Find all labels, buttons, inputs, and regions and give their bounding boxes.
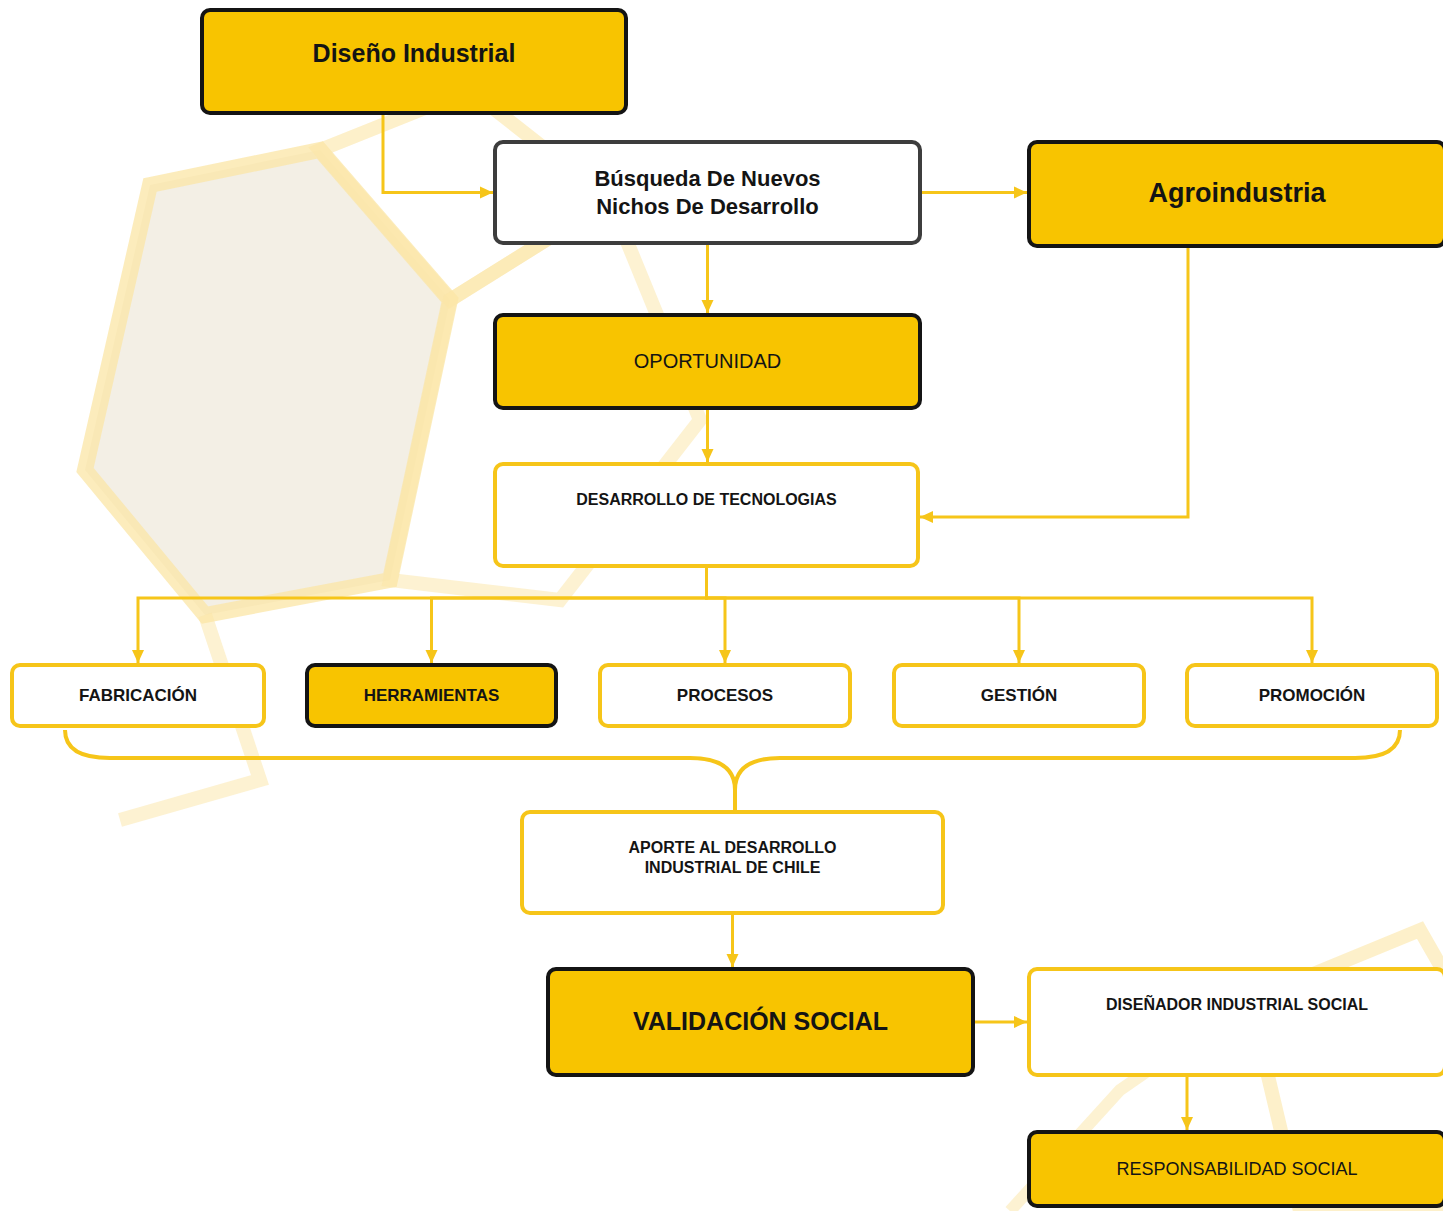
text-stack: PROCESOS bbox=[677, 685, 773, 706]
node-label: PROMOCIÓN bbox=[1259, 685, 1366, 706]
node-label: FABRICACIÓN bbox=[79, 685, 197, 706]
flow-arrow bbox=[432, 568, 707, 663]
node-label: PROCESOS bbox=[677, 685, 773, 706]
sector-box: Agroindustria bbox=[1027, 140, 1443, 248]
process-box: DISEÑADOR INDUSTRIAL SOCIAL bbox=[1027, 967, 1443, 1077]
flow-arrow bbox=[922, 191, 1027, 194]
node-label: VALIDACIÓN SOCIAL bbox=[633, 1006, 888, 1037]
branch-box: PROCESOS bbox=[598, 663, 852, 728]
text-stack: RESPONSABILIDAD SOCIAL bbox=[1116, 1158, 1357, 1181]
branch-box: PROMOCIÓN bbox=[1185, 663, 1439, 728]
text-stack: PROMOCIÓN bbox=[1259, 685, 1366, 706]
highlight-box: VALIDACIÓN SOCIAL bbox=[546, 967, 975, 1077]
flow-arrow bbox=[1186, 1077, 1189, 1130]
end-box: RESPONSABILIDAD SOCIAL bbox=[1027, 1130, 1443, 1208]
node-label: GESTIÓN bbox=[981, 685, 1058, 706]
flow-arrow bbox=[706, 245, 709, 313]
text-stack: OPORTUNIDAD bbox=[634, 349, 781, 374]
text-stack: Agroindustria bbox=[1148, 177, 1325, 211]
branch-box: HERRAMIENTAS bbox=[305, 663, 558, 728]
flow-arrow bbox=[731, 915, 734, 967]
branch-box: FABRICACIÓN bbox=[10, 663, 266, 728]
node-label: APORTE AL DESARROLLO INDUSTRIAL DE CHILE bbox=[613, 838, 853, 878]
flow-arrow bbox=[975, 1021, 1027, 1024]
text-stack: VALIDACIÓN SOCIAL bbox=[633, 1006, 888, 1037]
brace-stem bbox=[733, 790, 737, 810]
text-stack: DESARROLLO DE TECNOLOGIAS bbox=[576, 490, 836, 510]
flow-arrow bbox=[707, 568, 726, 663]
flow-arrow bbox=[383, 115, 493, 193]
text-stack: Diseño Industrial bbox=[313, 38, 516, 69]
merge-brace bbox=[65, 730, 1400, 790]
text-stack: HERRAMIENTAS bbox=[364, 685, 500, 706]
result-box: APORTE AL DESARROLLO INDUSTRIAL DE CHILE bbox=[520, 810, 945, 915]
node-label: OPORTUNIDAD bbox=[634, 349, 781, 374]
flow-arrow bbox=[138, 568, 707, 663]
node-label: Agroindustria bbox=[1148, 177, 1325, 211]
process-box: DESARROLLO DE TECNOLOGIAS bbox=[493, 462, 920, 568]
text-stack: APORTE AL DESARROLLO INDUSTRIAL DE CHILE bbox=[613, 838, 853, 878]
flow-arrow bbox=[920, 248, 1188, 517]
node-label: DESARROLLO DE TECNOLOGIAS bbox=[576, 490, 836, 510]
node-label: HERRAMIENTAS bbox=[364, 685, 500, 706]
text-stack: Búsqueda De Nuevos Nichos De Desarrollo bbox=[583, 165, 833, 220]
text-stack: DISEÑADOR INDUSTRIAL SOCIAL bbox=[1106, 995, 1368, 1015]
node-label: Búsqueda De Nuevos Nichos De Desarrollo bbox=[583, 165, 833, 220]
flow-arrow bbox=[706, 410, 709, 462]
node-label: Diseño Industrial bbox=[313, 38, 516, 69]
flow-arrow bbox=[707, 568, 1020, 663]
flow-arrow bbox=[707, 568, 1313, 663]
text-stack: GESTIÓN bbox=[981, 685, 1058, 706]
process-box: Búsqueda De Nuevos Nichos De Desarrollo bbox=[493, 140, 922, 245]
text-stack: FABRICACIÓN bbox=[79, 685, 197, 706]
node-label: DISEÑADOR INDUSTRIAL SOCIAL bbox=[1106, 995, 1368, 1015]
highlight-box: OPORTUNIDAD bbox=[493, 313, 922, 410]
branch-box: GESTIÓN bbox=[892, 663, 1146, 728]
start-box: Diseño Industrial bbox=[200, 8, 628, 115]
node-label: RESPONSABILIDAD SOCIAL bbox=[1116, 1158, 1357, 1181]
